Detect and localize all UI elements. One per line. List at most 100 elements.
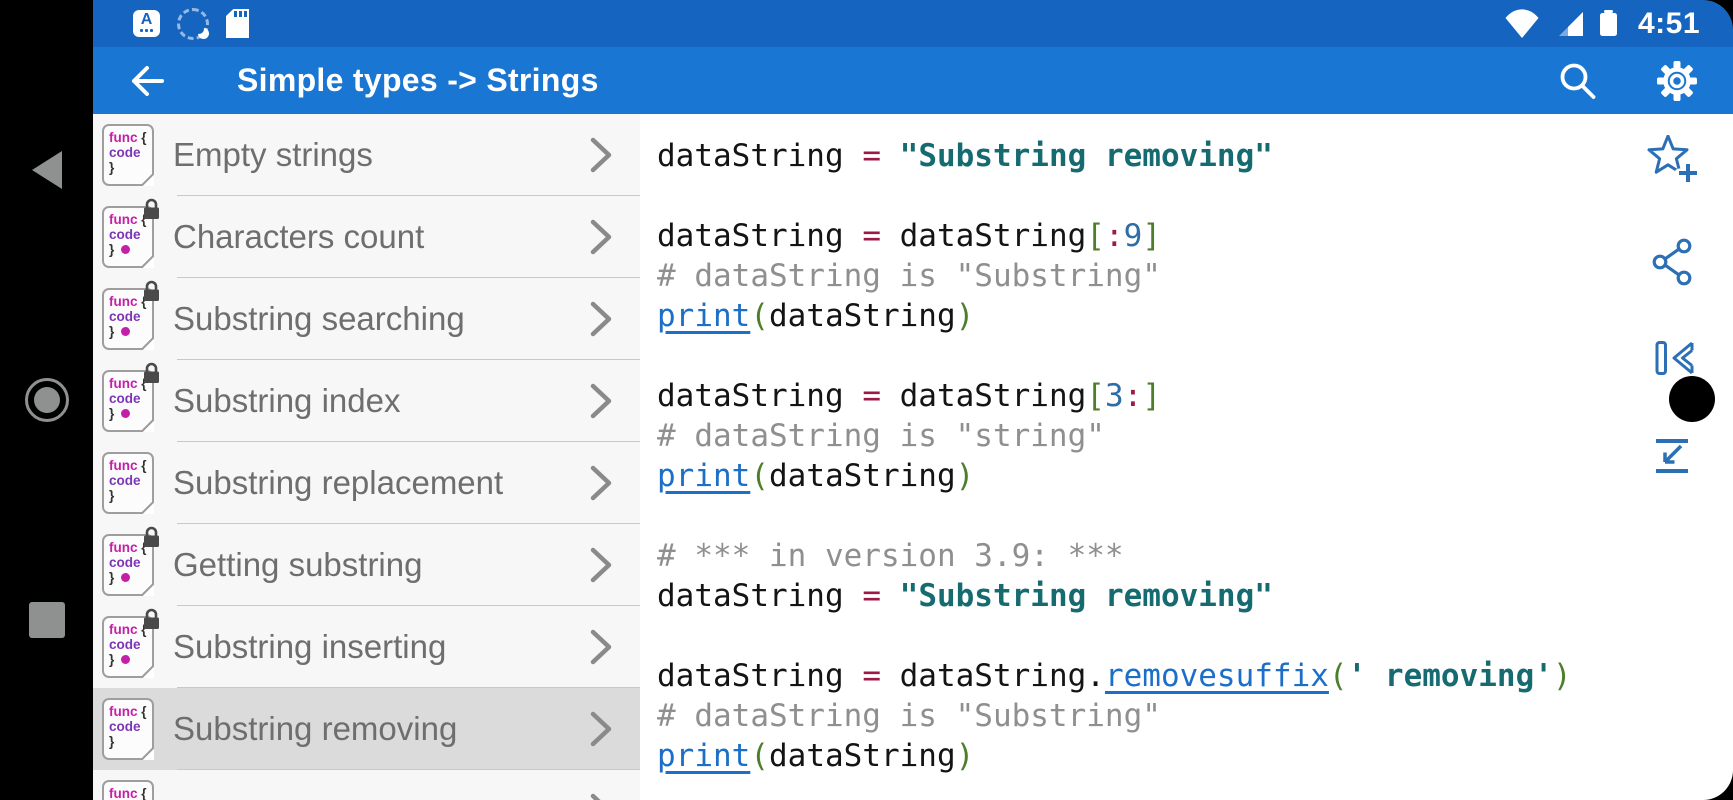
func-code-doc-icon: func {code}: [102, 362, 159, 432]
premium-dot: [121, 655, 131, 664]
chevron-right-icon: [590, 793, 601, 800]
chevron-right-icon: [590, 301, 612, 337]
code-token: dataString: [880, 378, 1087, 414]
share-icon[interactable]: [1651, 238, 1695, 286]
lock-icon: [144, 198, 159, 219]
code-line: # dataString is "string": [657, 416, 1733, 456]
code-link-print[interactable]: print: [657, 738, 751, 774]
code-token: (: [750, 298, 769, 334]
code-token: dataString: [657, 138, 863, 174]
code-token: dataString: [769, 458, 956, 494]
code-token: =: [862, 578, 881, 614]
nav-recents-button[interactable]: [0, 590, 93, 650]
sync-spinner-icon: [177, 7, 209, 40]
code-token: :: [1104, 218, 1124, 254]
clock-time: 4:51: [1637, 6, 1700, 40]
skip-to-start-icon[interactable]: [1655, 341, 1697, 375]
code-token: # dataString is "Substring": [657, 258, 1161, 294]
code-token: dataString: [769, 738, 956, 774]
code-token: dataString: [657, 578, 863, 614]
code-link-removesuffix[interactable]: removesuffix: [1104, 658, 1329, 694]
home-circle-icon: [24, 378, 69, 422]
code-token: # dataString is "Substring": [657, 698, 1161, 734]
sidebar-item-substring-inserting[interactable]: func {code}Substring inserting: [93, 606, 640, 688]
code-token: (: [750, 738, 769, 774]
sidebar-item-label: Substring index: [173, 382, 401, 419]
code-line: # dataString is "Substring": [657, 696, 1733, 736]
record-dot[interactable]: [1669, 376, 1715, 422]
status-bar: A 4:51: [93, 0, 1733, 47]
sidebar-item-substring-searching[interactable]: func {code} Substring searching: [93, 278, 640, 360]
chevron-right-icon: [590, 547, 612, 583]
favorite-add-icon[interactable]: [1644, 135, 1700, 187]
code-link-print[interactable]: print: [657, 458, 751, 494]
sidebar-item-label: Getting substring: [173, 546, 423, 583]
back-arrow-icon[interactable]: [124, 59, 168, 103]
code-token: "Substring removing": [899, 138, 1273, 174]
chevron-right-icon: [590, 383, 612, 419]
app-bar: Simple types -> Strings: [93, 47, 1733, 114]
code-line: dataString = "Substring removing": [657, 576, 1733, 616]
nav-back-button[interactable]: [0, 140, 93, 200]
func-code-doc-icon: func {code}: [102, 452, 154, 514]
func-code-doc-icon: func {code}: [102, 124, 154, 186]
android-nav-bar: [0, 0, 93, 800]
code-token: =: [862, 138, 881, 174]
code-token: dataString: [657, 218, 863, 254]
sidebar-item-empty-strings[interactable]: func {code} Empty strings: [93, 114, 640, 196]
chevron-right-icon: [590, 629, 612, 665]
lock-icon: [144, 280, 159, 301]
code-line: print(dataString): [657, 296, 1733, 336]
code-token: ): [1552, 658, 1572, 694]
sidebar-item-substring-removing[interactable]: func {code}Substring removing: [93, 688, 640, 770]
code-token: dataString: [769, 298, 956, 334]
lock-icon: [144, 362, 159, 383]
sidebar-item-substring-index[interactable]: func {code} Substring index: [93, 360, 640, 442]
sidebar-item-partial[interactable]: func {code}: [93, 770, 640, 800]
code-token: [881, 138, 900, 174]
code-token: ): [955, 298, 975, 334]
search-icon[interactable]: [1555, 59, 1599, 103]
sidebar-item-substring-replacement[interactable]: func {code} Substring replacement: [93, 442, 640, 524]
code-token: (: [750, 458, 769, 494]
code-line: dataString = dataString[:9]: [657, 216, 1733, 256]
code-line: [657, 616, 1733, 656]
chevron-right-icon: [590, 711, 612, 747]
code-line: print(dataString): [657, 736, 1733, 776]
recents-square-icon: [28, 602, 65, 638]
code-link-print[interactable]: print: [657, 298, 751, 334]
keyboard-a-icon: A: [133, 10, 160, 37]
topic-list: func {code} Empty strings func {code}Chara…: [93, 114, 640, 800]
sidebar-item-characters-count[interactable]: func {code}Characters count: [93, 196, 640, 278]
premium-dot: [121, 245, 131, 254]
code-token: =: [862, 218, 881, 254]
code-line: [657, 336, 1733, 376]
collapse-lines-icon[interactable]: [1654, 438, 1690, 474]
code-line: dataString = dataString[3:]: [657, 376, 1733, 416]
premium-dot: [121, 327, 131, 336]
wifi-icon: [1505, 8, 1539, 38]
func-code-doc-icon: func {code}: [102, 198, 159, 268]
code-token: :: [1123, 378, 1143, 414]
code-token: =: [862, 378, 881, 414]
sidebar-item-label: Substring replacement: [173, 464, 504, 501]
code-token: dataString: [657, 658, 863, 694]
code-line: dataString = dataString.removesuffix(' r…: [657, 656, 1733, 696]
code-token: [881, 578, 900, 614]
nav-home-button[interactable]: [0, 370, 93, 430]
code-token: [: [1086, 218, 1105, 254]
sidebar-item-label: Substring searching: [173, 300, 465, 337]
code-panel: dataString = "Substring removing"dataStr…: [640, 114, 1733, 800]
code-line: [657, 176, 1733, 216]
sidebar-item-label: Empty strings: [173, 136, 373, 173]
code-line: print(dataString): [657, 456, 1733, 496]
code-token: =: [862, 658, 881, 694]
sidebar-item-getting-substring[interactable]: func {code}Getting substring: [93, 524, 640, 606]
code-token: # *** in version 3.9: ***: [657, 538, 1124, 574]
func-code-doc-icon: func {code}: [102, 698, 154, 760]
code-token: (: [1328, 658, 1348, 694]
func-code-doc-icon: func {code}: [102, 608, 159, 678]
func-code-doc-icon: func {code}: [102, 280, 159, 350]
settings-gear-icon[interactable]: [1655, 59, 1699, 103]
